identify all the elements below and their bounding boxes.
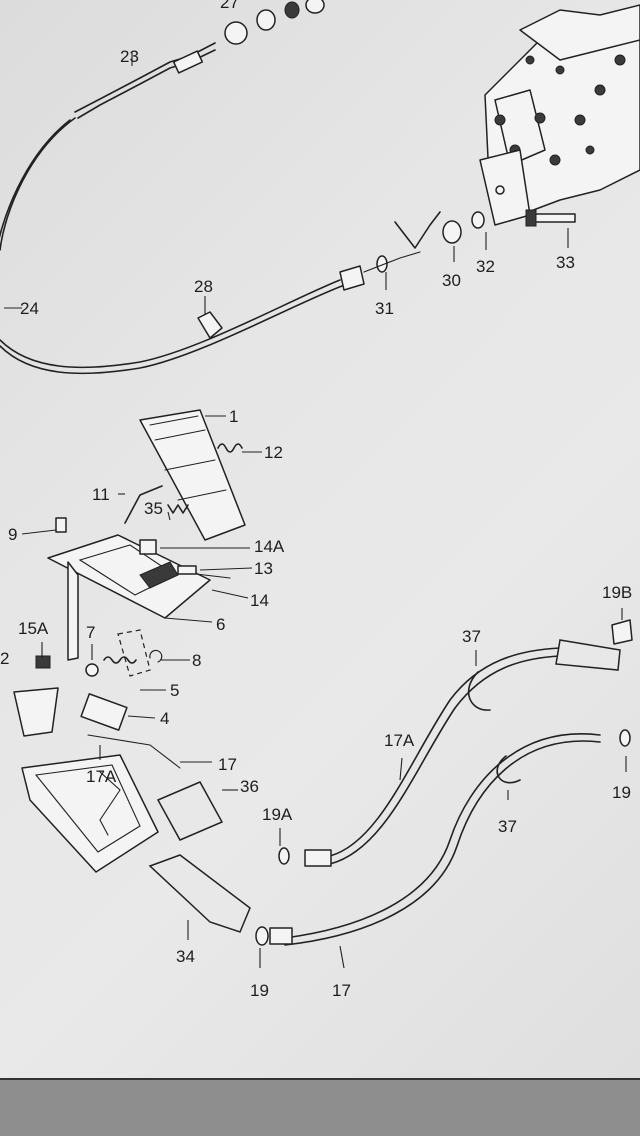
label-19-right: 19 — [612, 783, 631, 802]
label-30: 30 — [442, 271, 461, 290]
label-32: 32 — [476, 257, 495, 276]
label-19a: 19A — [262, 805, 293, 824]
clip-28 — [197, 311, 223, 339]
top-fitting-27 — [224, 0, 325, 45]
page-bottom-edge — [0, 1078, 640, 1136]
boot-36 — [156, 781, 224, 841]
pedal-rod-11-35 — [124, 485, 189, 524]
label-9: 9 — [8, 525, 17, 544]
fittings-19-19a-19b — [255, 619, 633, 946]
pedal-bracket-6 — [47, 534, 211, 661]
label-19b: 19B — [602, 583, 632, 602]
label-7: 7 — [86, 623, 95, 642]
cable-17-17a-left — [87, 734, 181, 836]
label-24: 24 — [20, 299, 39, 318]
label-17a-left: 17A — [86, 767, 117, 786]
label-17: 17 — [218, 755, 237, 774]
label-17-bottom: 17 — [332, 981, 351, 1000]
label-14: 14 — [250, 591, 269, 610]
label-11: 11 — [92, 485, 110, 504]
label-34: 34 — [176, 947, 195, 966]
label-31: 31 — [375, 299, 394, 318]
small-parts-13-14-14a — [139, 539, 231, 579]
label-4: 4 — [160, 709, 169, 728]
cable-sheath-24 — [0, 251, 421, 375]
cable-17a-right — [329, 639, 621, 865]
label-37-bottom: 37 — [498, 817, 517, 836]
lever-assembly-4-5-7-8 — [80, 629, 163, 731]
label-17a-mid: 17A — [384, 731, 415, 750]
label-14a: 14A — [254, 537, 285, 556]
plate-2-15a — [13, 655, 59, 737]
label-13: 13 — [254, 559, 273, 578]
label-2: 2 — [0, 649, 9, 668]
label-37-top: 37 — [462, 627, 481, 646]
label-8: 8 — [192, 651, 201, 670]
sleeve-34 — [148, 854, 251, 933]
throttle-cable-23 — [0, 42, 216, 251]
part-labels: 27 23 24 28 30 31 32 33 1 12 11 35 14A 1… — [0, 0, 632, 1000]
clip-37-top — [467, 671, 491, 711]
leader-lines — [4, 52, 627, 969]
accelerator-pedal-1 — [139, 409, 246, 541]
label-28: 28 — [194, 277, 213, 296]
label-23: 23 — [120, 47, 139, 66]
label-15a: 15A — [18, 619, 49, 638]
injection-pump — [479, 4, 640, 226]
label-27: 27 — [220, 0, 239, 12]
label-1: 1 — [229, 407, 238, 426]
lower-bracket-box — [21, 754, 159, 873]
spring-12 — [217, 443, 243, 453]
label-6: 6 — [216, 615, 225, 634]
label-33: 33 — [556, 253, 575, 272]
screw-9 — [55, 517, 67, 533]
clip-37-bottom — [496, 755, 521, 784]
label-19: 19 — [250, 981, 269, 1000]
label-35: 35 — [144, 499, 163, 518]
bracket-and-parts-30-33 — [394, 209, 576, 249]
label-5: 5 — [170, 681, 179, 700]
label-36: 36 — [240, 777, 259, 796]
label-12: 12 — [264, 443, 283, 462]
cable-17-right — [284, 733, 601, 946]
